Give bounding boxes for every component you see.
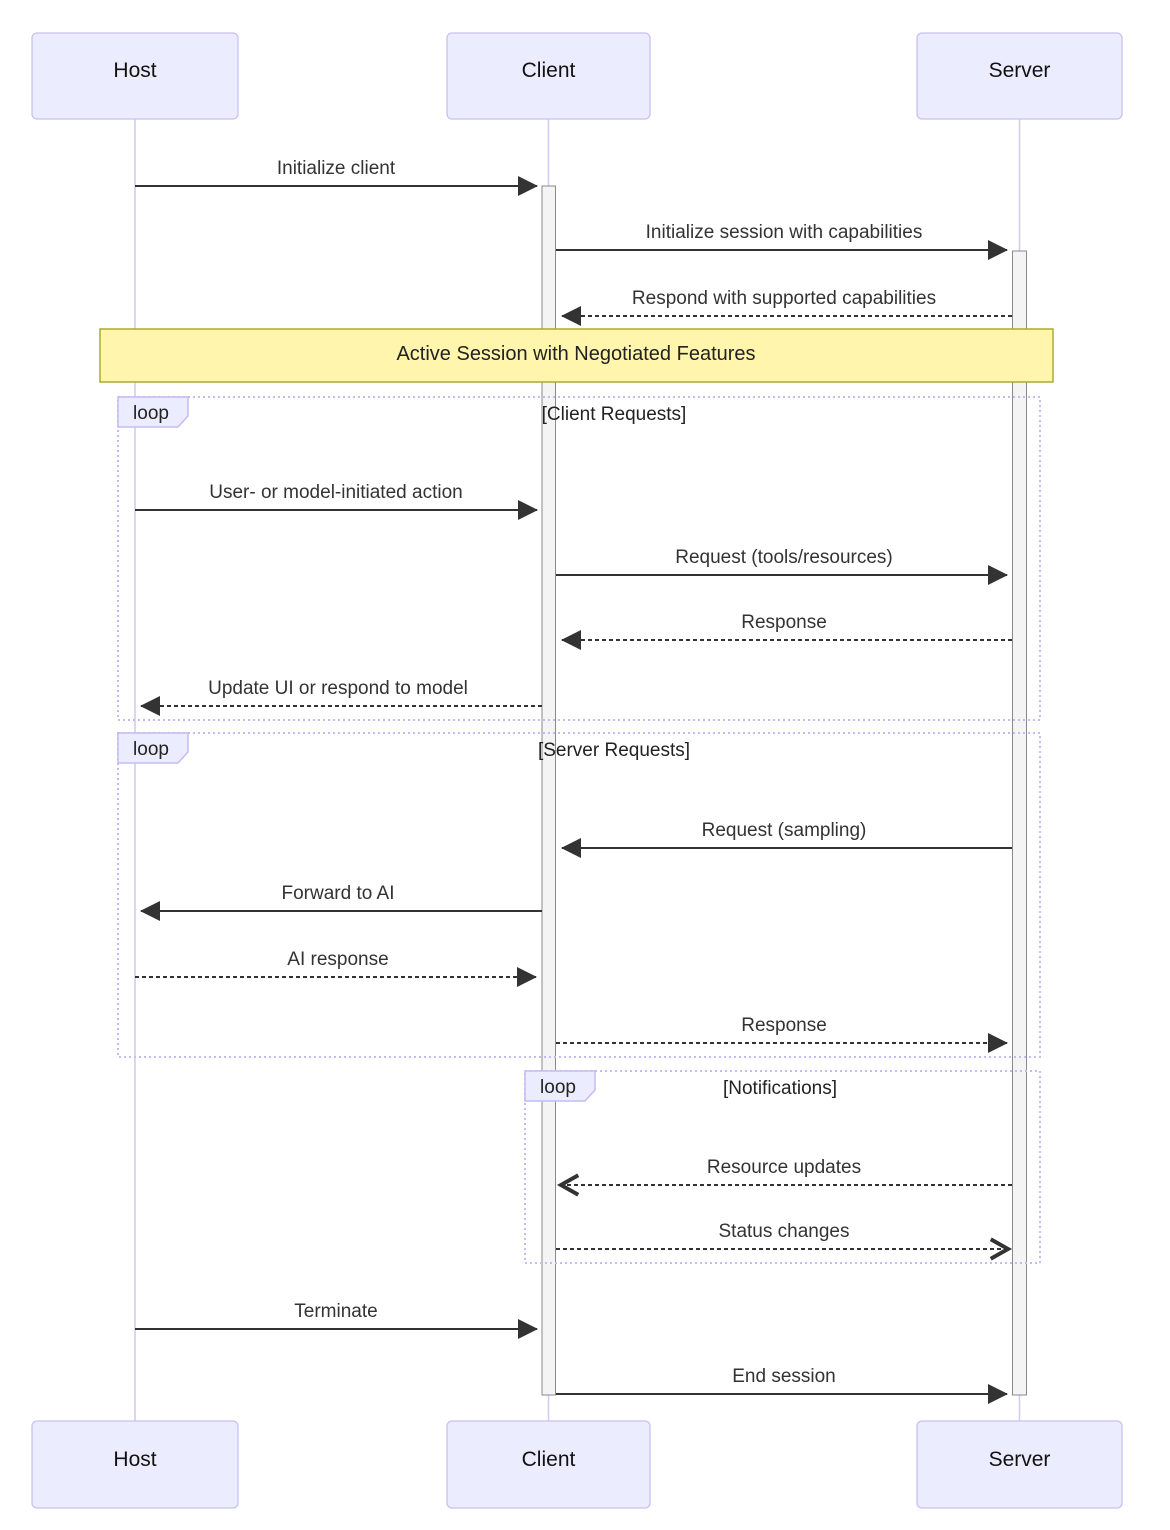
actor-bottom-server: Server: [916, 1420, 1123, 1509]
message-label: Request (tools/resources): [675, 547, 893, 568]
loop-frame-border: [524, 1070, 1041, 1264]
actor-top-client: Client: [446, 32, 651, 120]
activation-bar-server: [1012, 250, 1027, 1396]
message-initialize-client: Initialize client: [135, 158, 538, 196]
actor-label: Client: [522, 1448, 576, 1471]
loop-notifications: loop [Notifications]: [524, 1070, 1041, 1264]
actor-label: Host: [113, 59, 156, 82]
actor-box: [916, 32, 1123, 120]
message-label: Resource updates: [707, 1157, 861, 1178]
actor-top-server: Server: [916, 32, 1123, 120]
loop-keyword: loop: [133, 403, 169, 424]
message-resource-updates: Resource updates: [556, 1157, 1012, 1197]
loop-keyword: loop: [540, 1077, 576, 1098]
message-request-tools: Request (tools/resources): [556, 547, 1008, 585]
actor-top-host: Host: [31, 32, 239, 120]
actor-box: [446, 1420, 651, 1509]
message-respond-capabilities: Respond with supported capabilities: [561, 288, 1012, 326]
actor-label: Server: [989, 1448, 1051, 1471]
message-label: End session: [732, 1366, 836, 1387]
loop-client-requests: loop [Client Requests]: [117, 396, 1041, 721]
loop-title: [Client Requests]: [542, 404, 687, 425]
message-response-1: Response: [561, 612, 1012, 650]
message-label: AI response: [287, 949, 388, 970]
message-request-sampling: Request (sampling): [561, 820, 1012, 858]
message-label: Initialize session with capabilities: [646, 222, 923, 243]
message-status-changes: Status changes: [556, 1221, 1013, 1261]
message-label: Status changes: [719, 1221, 850, 1242]
loop-frame-border: [117, 396, 1041, 721]
message-terminate: Terminate: [135, 1301, 538, 1339]
actor-box: [31, 32, 239, 120]
actor-bottom-client: Client: [446, 1420, 651, 1509]
message-label: Update UI or respond to model: [208, 678, 468, 699]
message-end-session: End session: [556, 1366, 1008, 1404]
loop-title: [Server Requests]: [538, 740, 690, 761]
message-update-ui: Update UI or respond to model: [140, 678, 542, 716]
actor-box: [31, 1420, 239, 1509]
loop-title: [Notifications]: [723, 1078, 837, 1099]
loop-keyword: loop: [133, 739, 169, 760]
actor-box: [916, 1420, 1123, 1509]
message-initialize-session: Initialize session with capabilities: [556, 222, 1008, 260]
message-label: Response: [741, 612, 827, 633]
loop-label-box: [117, 396, 189, 428]
message-label: Terminate: [294, 1301, 377, 1322]
message-label: Response: [741, 1015, 827, 1036]
message-label: Request (sampling): [702, 820, 867, 841]
note-box: [99, 328, 1054, 383]
message-label: Initialize client: [277, 158, 396, 179]
actor-label: Server: [989, 59, 1051, 82]
message-label: Forward to AI: [282, 883, 395, 904]
message-response-2: Response: [556, 1015, 1008, 1053]
message-label: Respond with supported capabilities: [632, 288, 936, 309]
actor-label: Host: [113, 1448, 156, 1471]
loop-label-box: [117, 732, 189, 764]
loop-label-box: [524, 1070, 596, 1102]
message-forward-to-ai: Forward to AI: [140, 883, 542, 921]
actor-box: [446, 32, 651, 120]
loop-frame-border: [117, 732, 1041, 1058]
message-ai-response: AI response: [135, 949, 537, 987]
note-active-session: Active Session with Negotiated Features: [99, 328, 1054, 383]
actor-label: Client: [522, 59, 576, 82]
note-text: Active Session with Negotiated Features: [396, 343, 755, 365]
actor-bottom-host: Host: [31, 1420, 239, 1509]
message-label: User- or model-initiated action: [209, 482, 462, 503]
message-user-action: User- or model-initiated action: [135, 482, 538, 520]
loop-server-requests: loop [Server Requests]: [117, 732, 1041, 1058]
